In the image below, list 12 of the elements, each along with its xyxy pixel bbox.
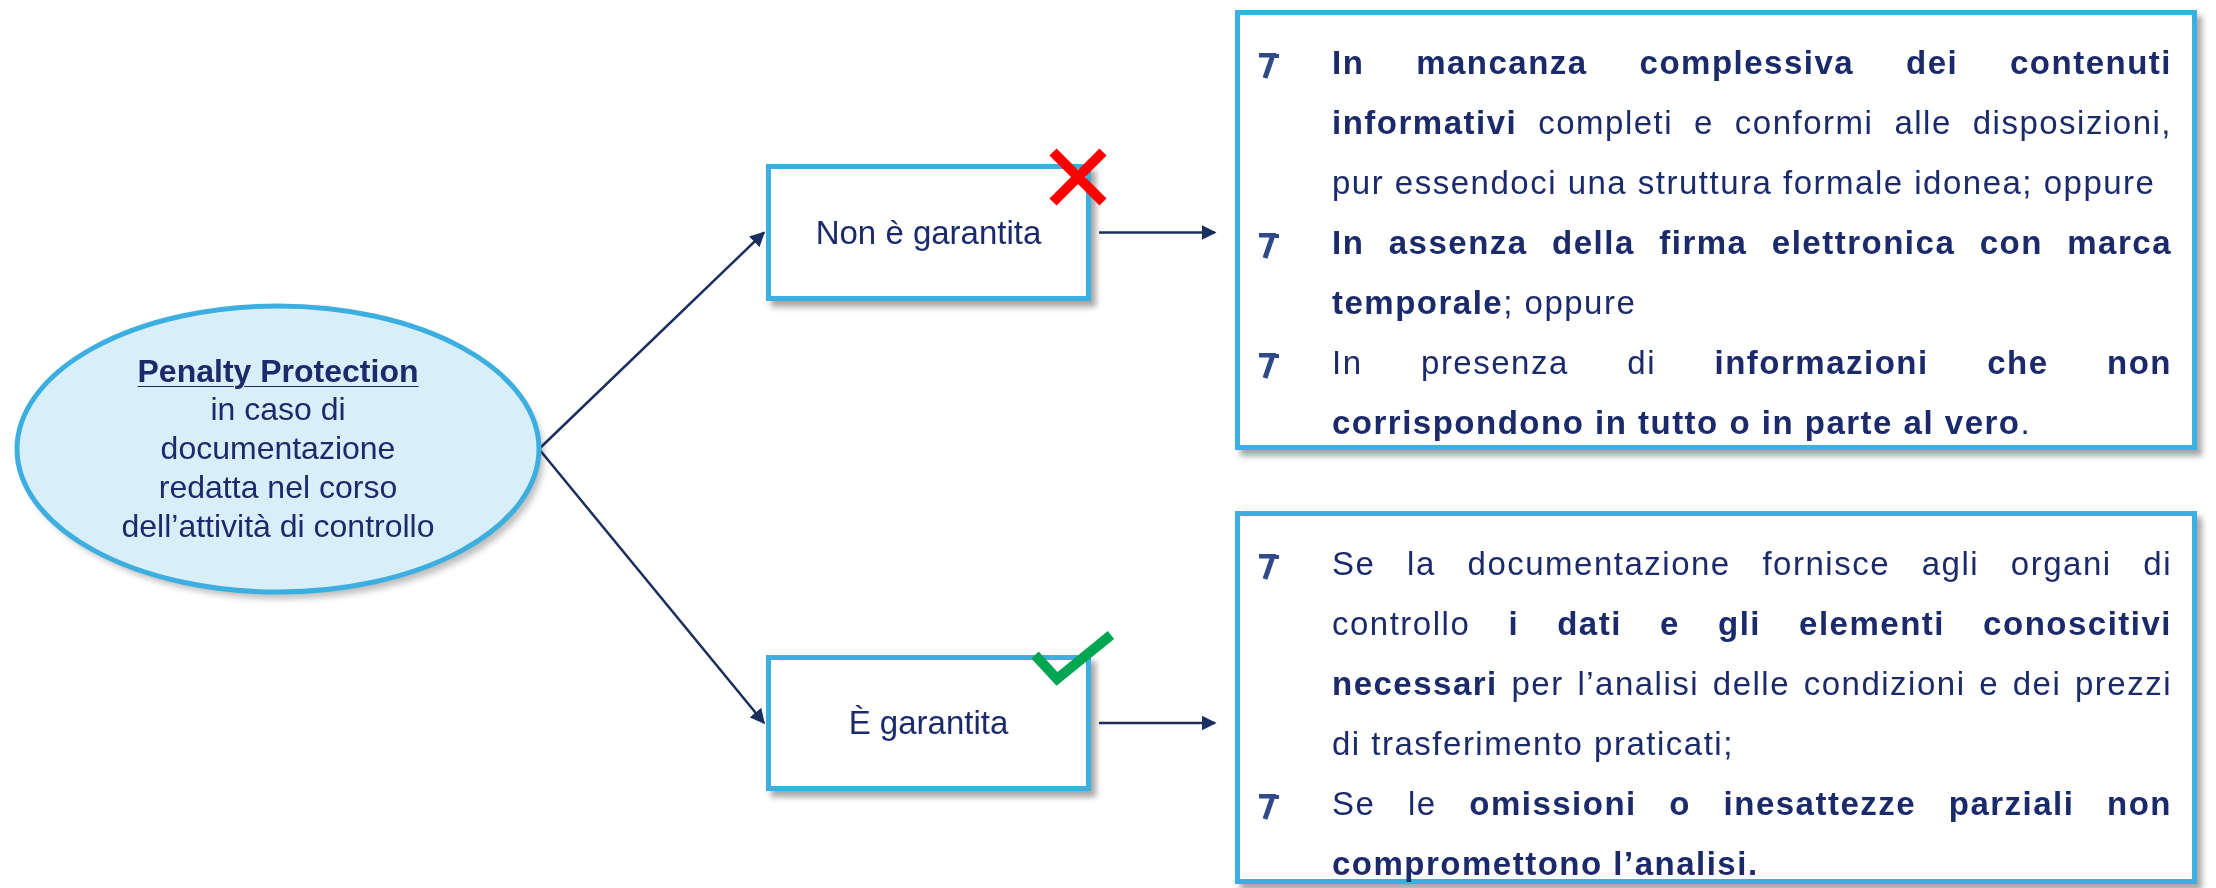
text-box [1235,10,2197,450]
arrow [1099,225,1217,240]
process-box [766,164,1091,301]
box-label: È garantita [848,704,1009,742]
process-box [766,655,1091,791]
bullet-text: In mancanza complessiva dei contenuti informativi completi e conformi alle disposizioni, pur essendoci una struttura formale idonea; oppure [1332,43,2172,203]
arrow [1099,715,1217,731]
bullet-text: In presenza di informazioni che non corrispondono in tutto o in parte al vero. [1332,343,2172,443]
bullet-text: Se la documentazione fornisce agli organi di controllo i dati e gli elementi conoscitivi necessari per l’analisi delle condizioni e dei prezzi di trasferimento praticati; [1332,544,2172,764]
bullet-text: Se le omissioni o inesattezze parziali non compromettono l’analisi. [1332,784,2172,884]
text-box [1235,511,2197,884]
box-label: Non è garantita [815,213,1042,252]
